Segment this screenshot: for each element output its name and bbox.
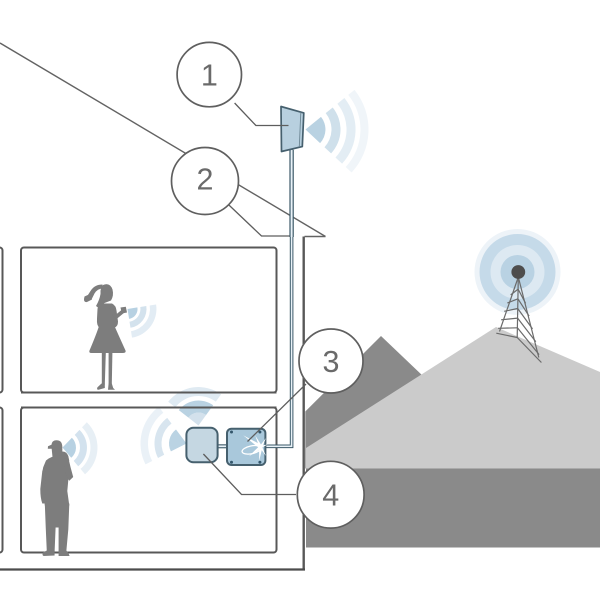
svg-text:4: 4	[322, 479, 339, 513]
svg-text:1: 1	[201, 59, 218, 93]
svg-text:2: 2	[197, 163, 214, 197]
svg-text:3: 3	[323, 345, 340, 379]
